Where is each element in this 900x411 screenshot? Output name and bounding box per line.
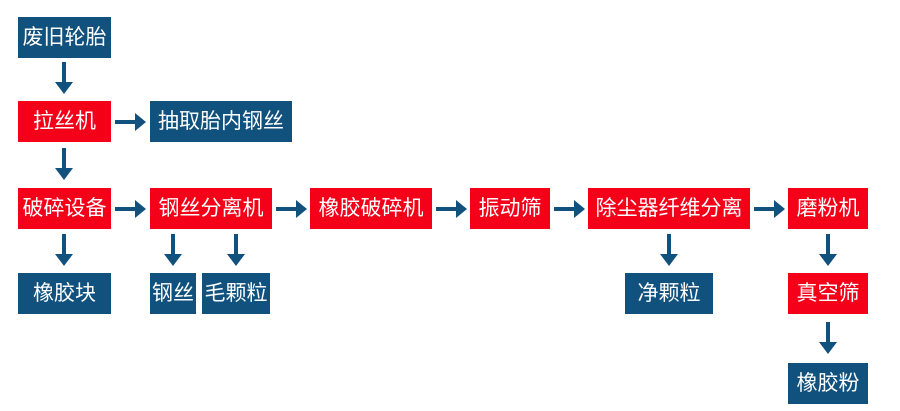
node-vibrating-screen: 振动筛 xyxy=(470,188,550,229)
node-rubber-block: 橡胶块 xyxy=(18,273,111,314)
arrow-down-wire-drawing-to-crushing xyxy=(49,146,79,184)
arrow-down-vacuum-screen-to-rubber-powder xyxy=(813,320,843,358)
arrow-right-crushing-to-wire-separator xyxy=(113,190,149,228)
arrow-down-waste-tire-to-wire-drawing xyxy=(49,60,79,98)
node-rubber-powder: 橡胶粉 xyxy=(788,363,868,404)
arrow-right-wire-drawing-to-extract-bead xyxy=(113,103,149,141)
node-wire-drawing-machine: 拉丝机 xyxy=(18,101,111,142)
arrow-right-rubber-crusher-to-vibrating xyxy=(434,190,470,228)
node-rough-granule: 毛颗粒 xyxy=(202,273,270,314)
arrow-down-dust-separator-to-clean-granule xyxy=(654,232,684,270)
arrow-down-crushing-to-rubber-block xyxy=(49,232,79,270)
node-rubber-crusher: 橡胶破碎机 xyxy=(310,188,432,229)
arrow-down-wire-separator-to-steel-wire xyxy=(158,232,188,270)
node-wire-separator: 钢丝分离机 xyxy=(150,188,272,229)
node-dust-fiber-separator: 除尘器纤维分离 xyxy=(588,188,750,229)
node-extract-bead-wire: 抽取胎内钢丝 xyxy=(150,101,292,142)
node-grinding-mill: 磨粉机 xyxy=(788,188,868,229)
node-clean-granule: 净颗粒 xyxy=(625,273,713,314)
node-crushing-equipment: 破碎设备 xyxy=(18,188,111,229)
node-steel-wire: 钢丝 xyxy=(150,273,196,314)
arrow-down-wire-separator-to-rough-granule xyxy=(221,232,251,270)
node-waste-tire: 废旧轮胎 xyxy=(18,17,111,58)
arrow-right-dust-separator-to-grinding-mill xyxy=(752,190,788,228)
arrow-right-vibrating-to-dust-separator xyxy=(552,190,588,228)
arrow-down-grinding-mill-to-vacuum-screen xyxy=(813,232,843,270)
arrow-right-wire-separator-to-rubber-crusher xyxy=(274,190,310,228)
node-vacuum-screen: 真空筛 xyxy=(788,273,868,314)
